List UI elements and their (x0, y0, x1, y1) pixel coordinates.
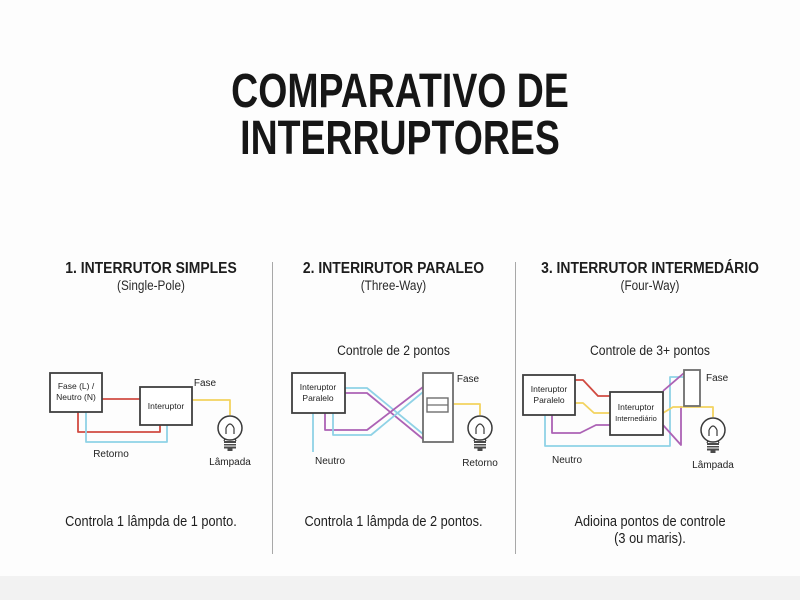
column-divider-1 (272, 262, 273, 554)
column-divider-2 (515, 262, 516, 554)
wire-yellow-to-lamp (662, 406, 714, 417)
intermediate-box-label-line1: Interuptor (618, 402, 655, 412)
switch-box-label-line1: Interuptor (300, 382, 337, 392)
wall-switch-plate (683, 369, 701, 407)
column3-heading: 3. INTERRUTOR INTERMEDÁRIO (541, 260, 759, 277)
switch-box-label-line2: Paralelo (302, 393, 333, 403)
column3-caption-line2: (3 ou maris). (614, 531, 686, 547)
column3-control-note: Controle de 3+ pontos (590, 343, 710, 358)
lamp-icon (467, 415, 493, 452)
column3-caption-line1: Adioina pontos de controle (574, 514, 726, 530)
traveler-wire-purple-down (345, 392, 424, 440)
column1-caption: Controla 1 lâmpda de 1 ponto. (65, 514, 237, 530)
column2-heading: 2. INTERIRUTOR PARALEO (302, 260, 485, 277)
diagram-three-way: Interuptor Paralelo Fase Neutro Retorno (291, 372, 498, 469)
column1-heading: 1. INTERRUTOR SIMPLES (65, 260, 237, 277)
lamp-label: Retorno (462, 458, 498, 469)
switch-box-label: Interuptor (148, 401, 185, 411)
column1-subheading: (Single-Pole) (117, 278, 185, 293)
lamp-icon (700, 417, 726, 454)
fase-label: Fase (194, 378, 217, 389)
traveler-wire-cyan-down (345, 387, 424, 435)
source-box-label-line2: Neutro (N) (56, 392, 96, 402)
diagram-single-pole: Fase (L) / Neutro (N) Interuptor Fase Re… (49, 372, 251, 468)
source-box (49, 372, 103, 413)
lamp-label: Lâmpada (209, 457, 251, 468)
wire-red-left (575, 379, 610, 397)
switch-box-label-line1: Interuptor (531, 384, 568, 394)
switch-box (291, 372, 346, 414)
retorno-label: Retorno (93, 449, 129, 460)
column2-control-note: Controle de 2 pontos (337, 343, 450, 358)
wire-retorno-red (77, 412, 161, 433)
wire-purple-right-top (662, 372, 685, 392)
diagram-four-way: Interuptor Paralelo Interuptor Internedi… (522, 369, 734, 471)
page-title-line2: INTERRUPTORES (240, 112, 560, 165)
traveler-wire-purple-up (324, 386, 424, 431)
wire-yellow-left (575, 402, 610, 414)
bottom-band (0, 576, 800, 600)
wire-to-lamp (453, 403, 481, 415)
column1-header: 1. INTERRUTOR SIMPLES (Single-Pole) (46, 260, 257, 294)
fase-label: Fase (457, 374, 480, 385)
column2-header: 2. INTERIRUTOR PARALEO (Three-Way) (288, 260, 499, 294)
page-title-line1: COMPARATIVO DE (231, 65, 569, 118)
intermediate-switch-box (609, 391, 664, 436)
wire-retorno-cyan (85, 412, 168, 443)
wire-purple-left (551, 415, 610, 434)
intermediate-box-label-line2: Internediário (615, 414, 657, 423)
neutro-loop-wire (544, 376, 684, 447)
traveler-wire-cyan-up (332, 391, 424, 436)
column3-subheading: (Four-Way) (620, 278, 680, 293)
wire-purple-right-bottom (662, 406, 682, 446)
lamp-label: Lâmpada (692, 460, 734, 471)
column3-header: 3. INTERRUTOR INTERMEDÁRIO (Four-Way) (533, 260, 768, 294)
column3-caption: Adioina pontos de controle (3 ou maris). (531, 514, 769, 548)
switch-box (139, 386, 193, 426)
wire-fase-to-lamp (192, 399, 231, 415)
neutro-label: Neutro (315, 456, 345, 467)
switch-box (522, 374, 576, 416)
source-box-label-line1: Fase (L) / (58, 381, 95, 391)
column2-subheading: (Three-Way) (360, 278, 427, 293)
fase-label: Fase (706, 373, 729, 384)
neutro-label: Neutro (552, 455, 582, 466)
page-title: COMPARATIVO DE INTERRUPTORES (88, 65, 712, 165)
switch-box-label-line2: Paralelo (533, 395, 564, 405)
column2-caption: Controla 1 lâmpda de 2 pontos. (304, 514, 483, 530)
lamp-icon (217, 415, 243, 452)
